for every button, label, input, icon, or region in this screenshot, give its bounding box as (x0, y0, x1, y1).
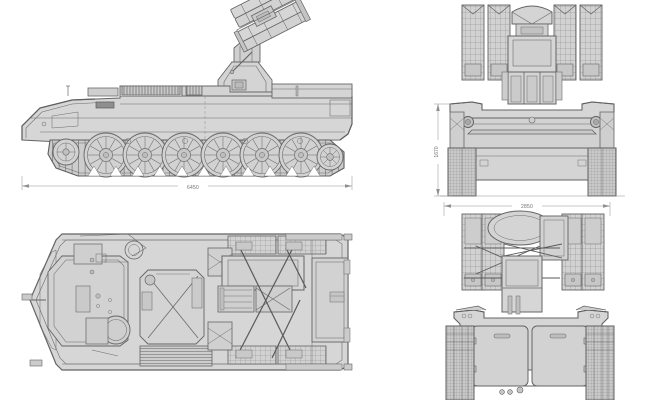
missile-canisters-left (461, 4, 511, 81)
tracks-front (447, 147, 617, 197)
road-wheel (83, 132, 129, 178)
equipment-box (539, 215, 569, 261)
rear-view: 2850 (420, 200, 645, 400)
engine-deck-grille (139, 345, 213, 367)
hull-side-profile (21, 83, 353, 143)
front-view: 1670 (420, 0, 645, 200)
plan-view (0, 200, 400, 400)
running-gear-side (47, 132, 345, 178)
dimension-overall-height: 1670 (433, 103, 452, 197)
dimension-overall-length: 6450 (21, 176, 353, 191)
dimension-overall-width: 2850 (443, 201, 611, 216)
hull-rear (453, 305, 609, 395)
rear-deck-plan (285, 233, 351, 371)
dimension-height-value: 1670 (434, 146, 440, 157)
turret-rear (501, 255, 543, 315)
missile-canisters-right (553, 4, 603, 81)
launcher-rails-plan (207, 235, 327, 365)
forward-deck-equipment (73, 233, 147, 357)
stowage-tabs (21, 233, 353, 371)
tracks-rear (445, 325, 615, 400)
road-wheel (200, 132, 246, 178)
hull-front (449, 101, 615, 181)
dimension-width-value: 2850 (521, 204, 533, 210)
missile-launcher-turret (217, 0, 311, 93)
dimension-length-value: 6450 (187, 185, 199, 191)
side-view: 6450 (0, 0, 400, 200)
radar-tracker-head (511, 5, 553, 37)
turret-front (501, 35, 563, 105)
roof-panel-plan (139, 269, 205, 345)
